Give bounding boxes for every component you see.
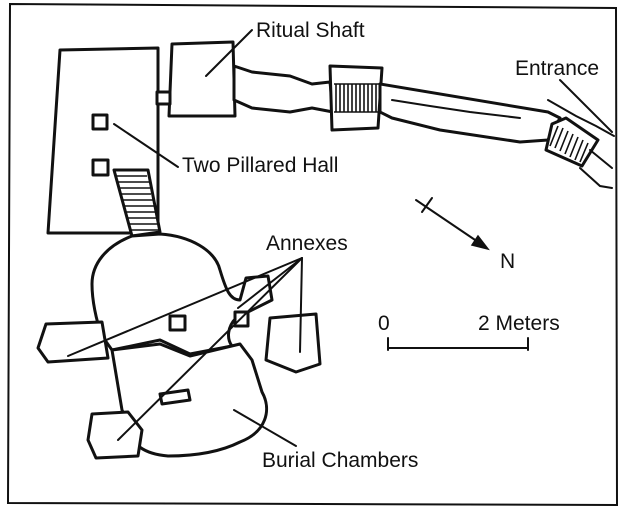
label-entrance: Entrance <box>515 57 599 80</box>
label-burial-chambers: Burial Chambers <box>262 449 418 472</box>
leader-annex-mid <box>237 257 303 309</box>
leader-burial-chambers <box>233 409 297 447</box>
label-two-pillared-hall: Two Pillared Hall <box>182 154 338 177</box>
pillar-2 <box>91 158 110 177</box>
pillar-1 <box>91 113 109 131</box>
leader-two-pillared-hall <box>113 123 179 168</box>
leader-annex-left <box>67 257 303 357</box>
label-north: N <box>500 250 515 273</box>
entrance-stairway <box>544 116 600 168</box>
label-annexes: Annexes <box>266 232 348 255</box>
scale-start-label: 0 <box>378 312 390 335</box>
leader-annex-bottom <box>117 257 303 441</box>
upper-burial-chamber <box>90 232 274 356</box>
niche-slab <box>158 388 192 406</box>
north-arrow <box>415 197 490 251</box>
leader-entrance <box>559 79 613 133</box>
doorway-hall-shaft <box>155 90 172 106</box>
left-annex <box>36 320 110 364</box>
entrance-ground-line <box>547 99 615 189</box>
scale-end-label: 2 Meters <box>478 312 560 335</box>
label-ritual-shaft: Ritual Shaft <box>256 19 365 42</box>
lower-stairway-hatching <box>117 175 159 231</box>
corridor-inner-line <box>391 99 521 119</box>
ritual-shaft-outline <box>167 40 237 118</box>
leader-annex-right <box>299 257 303 353</box>
leader-ritual-shaft <box>205 29 253 77</box>
bottom-annex <box>86 410 144 460</box>
entrance-stairway-hatching <box>549 125 589 163</box>
scale-bar <box>387 337 529 351</box>
burial-pillar-1 <box>168 314 187 332</box>
page-border <box>6 2 619 507</box>
upper-stairway-hatching <box>334 83 380 113</box>
corridor-shaft-stairs <box>232 64 335 114</box>
lower-stairway <box>112 168 162 238</box>
right-annex <box>264 312 322 374</box>
